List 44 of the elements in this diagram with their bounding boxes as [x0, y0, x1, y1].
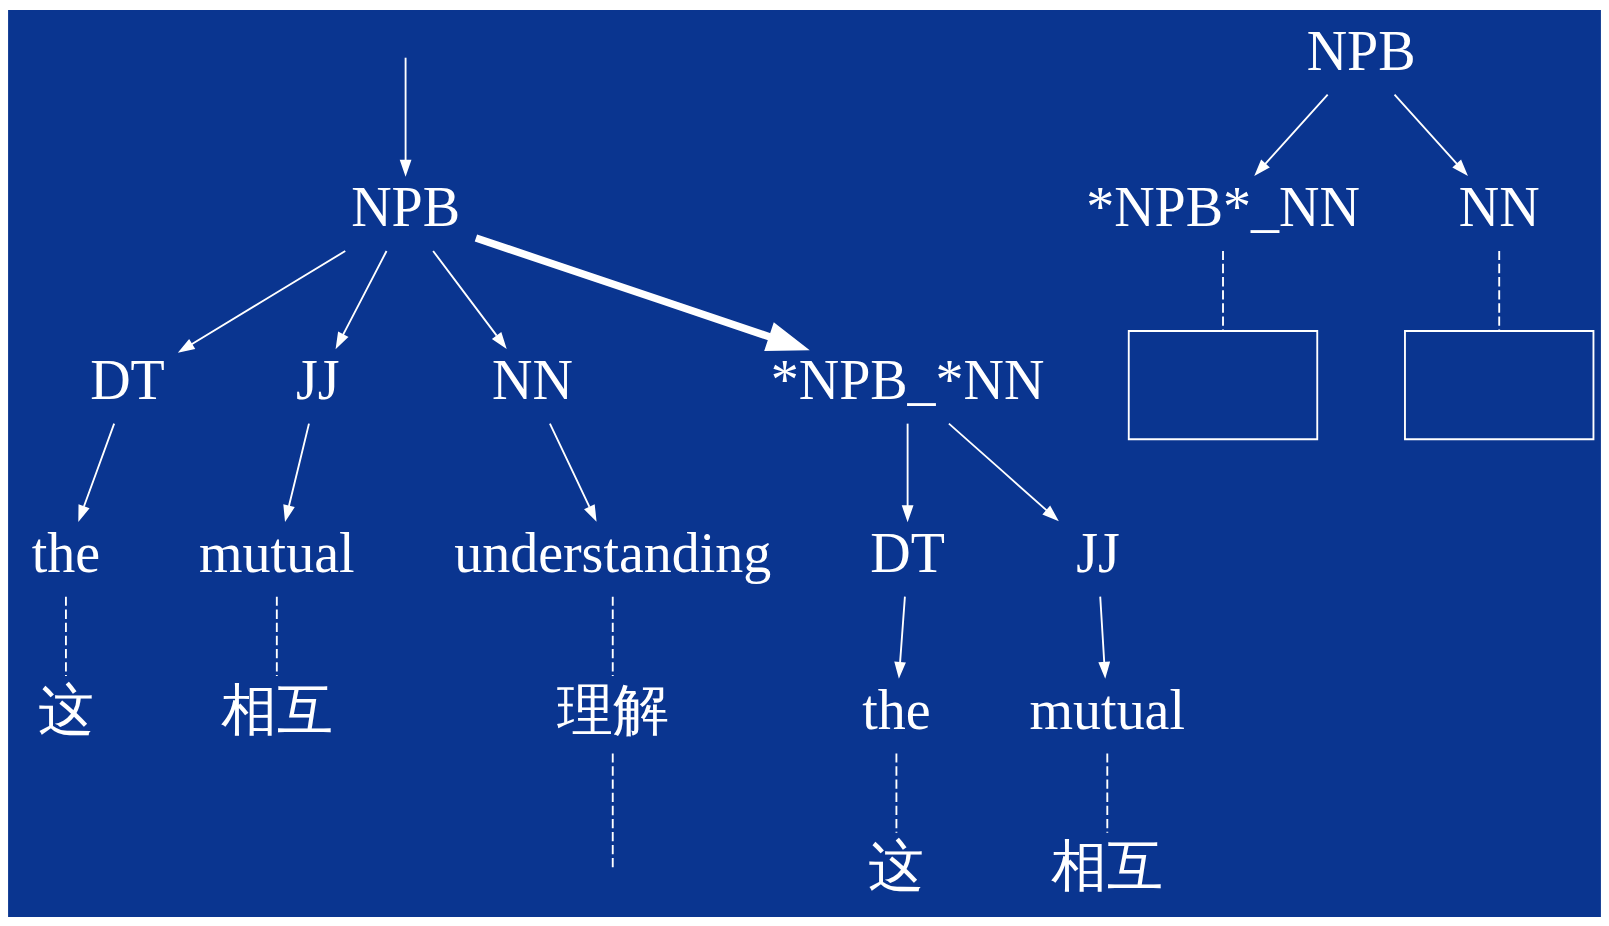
arrow [894, 595, 906, 679]
node-text: the [862, 678, 931, 741]
node-text: NN [1458, 175, 1540, 238]
node-text: NPB [351, 175, 461, 238]
arrow [399, 56, 412, 177]
node-text: *NPB*_NN [1086, 175, 1360, 238]
arrow [1393, 93, 1468, 176]
arrow [947, 422, 1059, 521]
node-text: mutual [1029, 678, 1186, 741]
node-text: 这 [37, 678, 94, 741]
node-text: JJ [1076, 521, 1120, 584]
node-text: the [31, 521, 101, 584]
node-text: NN [492, 348, 573, 411]
connector [1222, 249, 1224, 332]
arrow [78, 422, 116, 522]
node-text: mutual [199, 521, 355, 584]
node-text: JJ [296, 348, 340, 411]
arrow [335, 249, 388, 349]
node-box [1404, 329, 1595, 440]
connector [611, 595, 614, 677]
node-text: 理解 [556, 678, 669, 741]
arrow [432, 249, 507, 349]
connector [275, 595, 278, 677]
connector [65, 595, 67, 677]
node-text: 相互 [220, 678, 333, 741]
arrow [474, 234, 810, 351]
arrow [177, 249, 347, 353]
connector [1106, 752, 1109, 834]
arrow [283, 422, 310, 522]
node-text: NPB [1306, 19, 1416, 82]
arrow [548, 422, 597, 522]
node-box [1127, 329, 1319, 440]
connector [895, 752, 898, 834]
arrow [1254, 93, 1329, 176]
connector [1498, 249, 1501, 332]
arrow [1098, 595, 1111, 679]
arrow [901, 422, 914, 522]
node-text: 这 [868, 834, 925, 897]
node-text: DT [870, 521, 945, 584]
node-text: *NPB_*NN [770, 348, 1045, 411]
node-text: DT [90, 348, 165, 411]
node-text: 相互 [1051, 834, 1164, 897]
connector [611, 752, 614, 870]
node-text: understanding [454, 521, 772, 584]
